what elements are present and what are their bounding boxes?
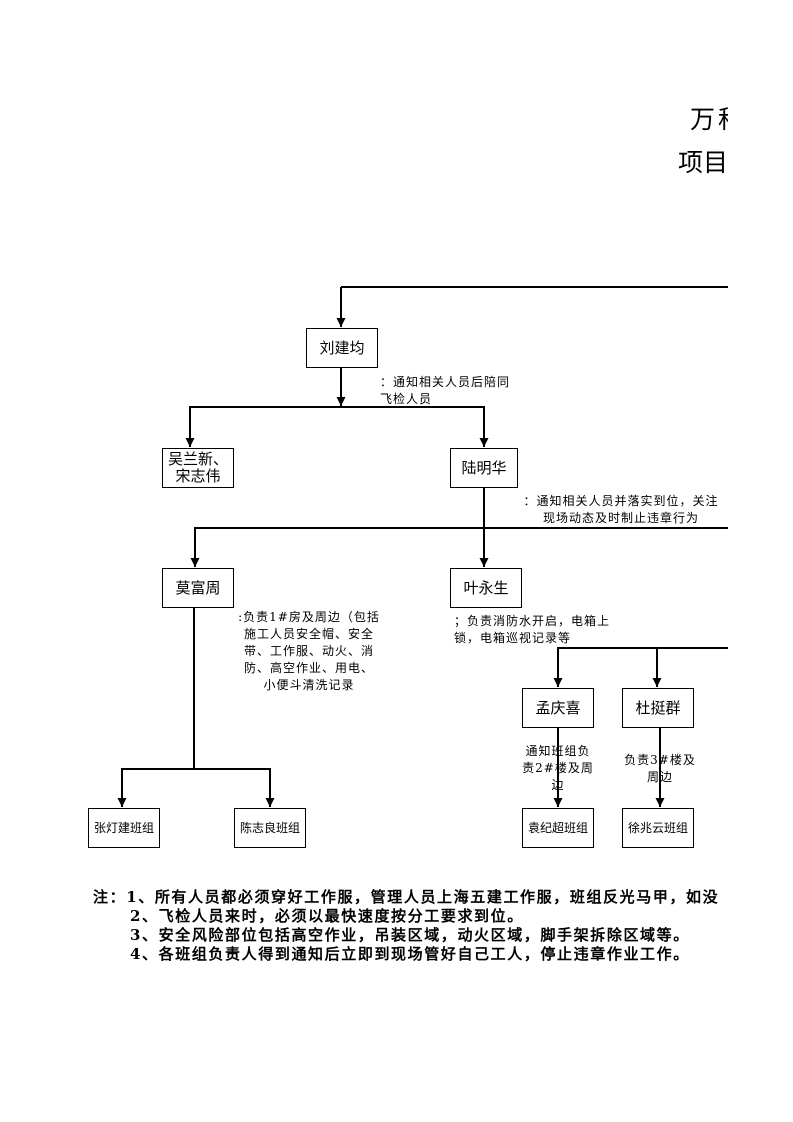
node-mo-label: 莫富周: [175, 578, 221, 597]
node-chen-team: 陈志良班组: [234, 808, 306, 848]
annotation-mo-line-4: 防、高空作业、用电、: [243, 661, 374, 675]
annotation-ye: ；负责消防水开启，电箱上 锁，电箱巡视记录等: [454, 613, 610, 647]
annotation-meng-line-2: 责2#楼及周: [522, 761, 594, 775]
annotation-mo: :负责1#房及周边（包括 施工人员安全帽、安全 带、工作服、动火、消 防、高空作…: [228, 609, 390, 694]
title-line-1: 万科: [690, 105, 728, 134]
annotation-liu-line-1: ：通知相关人员后陪同: [380, 375, 511, 389]
annotation-ye-line-2: 锁，电箱巡视记录等: [454, 631, 572, 645]
node-meng-label: 孟庆喜: [535, 698, 581, 717]
title-line-2: 项目: [678, 148, 728, 177]
annotation-mo-line-5: 小便斗清洗记录: [263, 678, 355, 692]
node-yuan-team: 袁纪超班组: [522, 808, 594, 848]
node-liu-label: 刘建均: [319, 338, 365, 357]
node-xu-team: 徐兆云班组: [622, 808, 694, 848]
node-ye: 叶永生: [450, 568, 522, 608]
annotation-liu: ：通知相关人员后陪同 飞检人员: [380, 374, 510, 408]
node-liu: 刘建均: [306, 328, 378, 368]
node-wu-label-line-1: 吴兰新、: [167, 450, 228, 468]
annotation-mo-line-2: 施工人员安全帽、安全: [243, 627, 374, 641]
note-line-1: 注：1、所有人员都必须穿好工作服，管理人员上海五建工作服，班组反光马甲，如没: [93, 888, 720, 906]
annotation-mo-line-1: :负责1#房及周边（包括: [238, 610, 380, 624]
annotation-meng: 通知班组负 责2#楼及周 边: [518, 743, 598, 794]
node-lu-label: 陆明华: [461, 458, 507, 477]
note-line-3: 3、安全风险部位包括高空作业，吊装区域，动火区域，脚手架拆除区域等。: [130, 926, 690, 944]
node-wu-song: 吴兰新、 宋志伟: [162, 448, 234, 488]
annotation-mo-line-3: 带、工作服、动火、消: [243, 644, 374, 658]
node-meng: 孟庆喜: [522, 688, 594, 728]
node-yuan-team-label: 袁纪超班组: [527, 820, 588, 835]
node-lu: 陆明华: [450, 448, 518, 488]
node-du-label: 杜挺群: [635, 698, 681, 717]
annotation-du-line-1: 负责3#楼及: [624, 753, 696, 767]
annotation-lu: ：通知相关人员并落实到位，关注 现场动态及时制止违章行为: [518, 493, 724, 527]
node-zhang-team: 张灯建班组: [88, 808, 160, 848]
node-wu-label-line-2: 宋志伟: [175, 467, 221, 485]
note-line-4: 4、各班组负责人得到通知后立即到现场管好自己工人，停止违章作业工作。: [130, 945, 690, 963]
node-ye-label: 叶永生: [463, 578, 509, 597]
node-chen-team-label: 陈志良班组: [239, 820, 300, 835]
annotation-ye-line-1: ；负责消防水开启，电箱上: [454, 614, 611, 628]
node-xu-team-label: 徐兆云班组: [627, 820, 688, 835]
node-du: 杜挺群: [622, 688, 694, 728]
annotation-liu-line-2: 飞检人员: [380, 392, 433, 406]
node-zhang-team-label: 张灯建班组: [93, 820, 154, 835]
annotation-lu-line-1: ：通知相关人员并落实到位，关注: [523, 494, 719, 508]
note-line-2: 2、飞检人员来时，必须以最快速度按分工要求到位。: [130, 907, 524, 925]
annotation-du-line-2: 周边: [646, 770, 673, 784]
node-mo: 莫富周: [162, 568, 234, 608]
annotation-lu-line-2: 现场动态及时制止违章行为: [542, 511, 699, 525]
annotation-du: 负责3#楼及 周边: [620, 752, 700, 786]
annotation-meng-line-1: 通知班组负: [525, 744, 591, 758]
annotation-meng-line-3: 边: [551, 778, 565, 792]
